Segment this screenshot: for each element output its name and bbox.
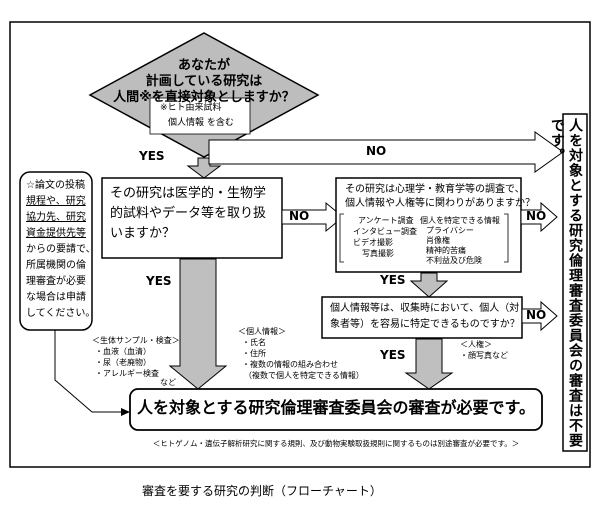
side-note-connector [54, 330, 124, 413]
bio-note-line-4: ・アレルギー検査 [95, 369, 159, 378]
personal-note-line-2: ・氏名 [242, 338, 266, 347]
medical-question-line-1: その研究は医学的・生物学 [110, 186, 267, 201]
psych-example-right-3: 肖像権 [426, 236, 450, 245]
no-label-4: NO [526, 308, 547, 322]
yes-label-3: YES [380, 273, 406, 287]
bio-note-line-1: ＜生体サンプル・検査＞ [92, 336, 180, 345]
start-note-line-1: ※ヒト由来試料 [160, 103, 222, 113]
personal-note-line-1: ＜個人情報＞ [238, 327, 286, 336]
start-question-line-2: 計画している研究は [145, 74, 263, 89]
side-note-line-3: 協力先、研究 [26, 212, 86, 223]
start-note-box [149, 97, 251, 135]
side-note-line-7: 理審査が必要 [26, 276, 86, 287]
no-arrow-top [208, 131, 564, 173]
side-note-line-5: からの要請で、 [26, 244, 96, 255]
side-note-box [19, 171, 93, 331]
no-arrow-3 [520, 201, 558, 233]
side-note-line-1: ☆論文の投稿 [26, 180, 85, 191]
yes-label-1: YES [139, 149, 165, 163]
identify-question-line-2: 象者等）を容易に特定できるものですか？ [330, 319, 520, 330]
examples-bracket-left [339, 213, 344, 263]
side-note-line-8: な場合は申請 [26, 292, 86, 303]
medical-question-box [101, 177, 283, 259]
bio-note-line-3: ・尿（老廃物） [95, 358, 151, 367]
no-label-top: NO [366, 144, 387, 158]
no-label-3: NO [526, 209, 547, 223]
required-result-text: 人を対象とする研究倫理審査委員会の審査が必要です。 [137, 398, 535, 417]
required-box [129, 388, 543, 431]
bio-note-etc: など [160, 378, 176, 387]
outer-frame [9, 21, 591, 468]
figure-caption: 審査を要する研究の判断（フローチャート） [142, 484, 382, 498]
side-note-line-4: 資金提供先等 [26, 228, 86, 239]
rights-note-line-2: ・顔写真など [460, 351, 508, 360]
start-question-line-3: 人間※を直接対象としますか？ [113, 90, 295, 105]
psych-example-left-3: ビデオ撮影 [353, 238, 393, 247]
yes-arrow-2 [168, 258, 228, 390]
psych-example-right-4: 精神的苦痛 [426, 246, 466, 255]
psych-example-right-2: プライバシー [426, 226, 474, 235]
yes-label-2: YES [146, 274, 172, 288]
psych-example-left-1: アンケート調査 [358, 216, 414, 225]
side-note-line-9: してください。 [26, 308, 96, 319]
no-arrow-2 [281, 201, 344, 233]
bio-note-line-2: ・血液（血清） [95, 347, 151, 356]
start-diamond [88, 32, 320, 158]
not-required-result-text: 人を対象とする研究倫理審査委員会の審査は不要です。 [549, 118, 583, 448]
medical-question-line-2: 的試料やデータ等を取り扱 [110, 206, 267, 221]
start-question-line-1: あなたが [177, 58, 230, 73]
yes-label-4: YES [380, 348, 406, 362]
side-note-arrowhead [121, 408, 130, 416]
side-note-line-2: 規程や、研究 [26, 196, 86, 207]
examples-bracket-right [504, 213, 509, 263]
yes-arrow-3 [409, 272, 449, 298]
psych-question-line-1: その研究は心理学・教育学等の調査で、 [345, 184, 525, 195]
rights-note-line-1: ＜人権＞ [460, 340, 492, 349]
yes-arrow-4 [404, 338, 454, 390]
psych-question-line-2: 個人情報や人権等に関わりがありますか？ [345, 198, 535, 209]
no-label-2: NO [289, 209, 310, 223]
personal-note-line-5: （複数で個人を特定できる情報） [244, 371, 364, 380]
psych-example-right-5: 不利益及び危険 [426, 256, 482, 265]
identify-question-box [321, 296, 523, 339]
psych-example-left-4: 写真撮影 [362, 249, 394, 258]
no-arrow-4 [521, 300, 558, 332]
medical-question-line-3: いますか？ [110, 226, 176, 241]
personal-note-line-3: ・住所 [242, 349, 266, 358]
start-note-line-2: 個人情報 を含む [168, 118, 234, 128]
identify-question-line-1: 個人情報等は、収集時において、個人（対 [330, 303, 520, 314]
psych-example-left-2: インタビュー調査 [353, 227, 417, 236]
side-note-line-6: 所属機関の倫 [26, 260, 86, 271]
personal-note-line-4: ・複数の情報の組み合わせ [242, 360, 338, 369]
psych-example-right-1: 個人を特定できる情報 [420, 216, 500, 225]
footnote: ＜ヒトゲノム・遺伝子解析研究に関する規則、及び動物実験取扱規則に関するものは別途… [152, 439, 520, 448]
not-required-box [562, 113, 588, 452]
psych-question-box [335, 177, 522, 273]
